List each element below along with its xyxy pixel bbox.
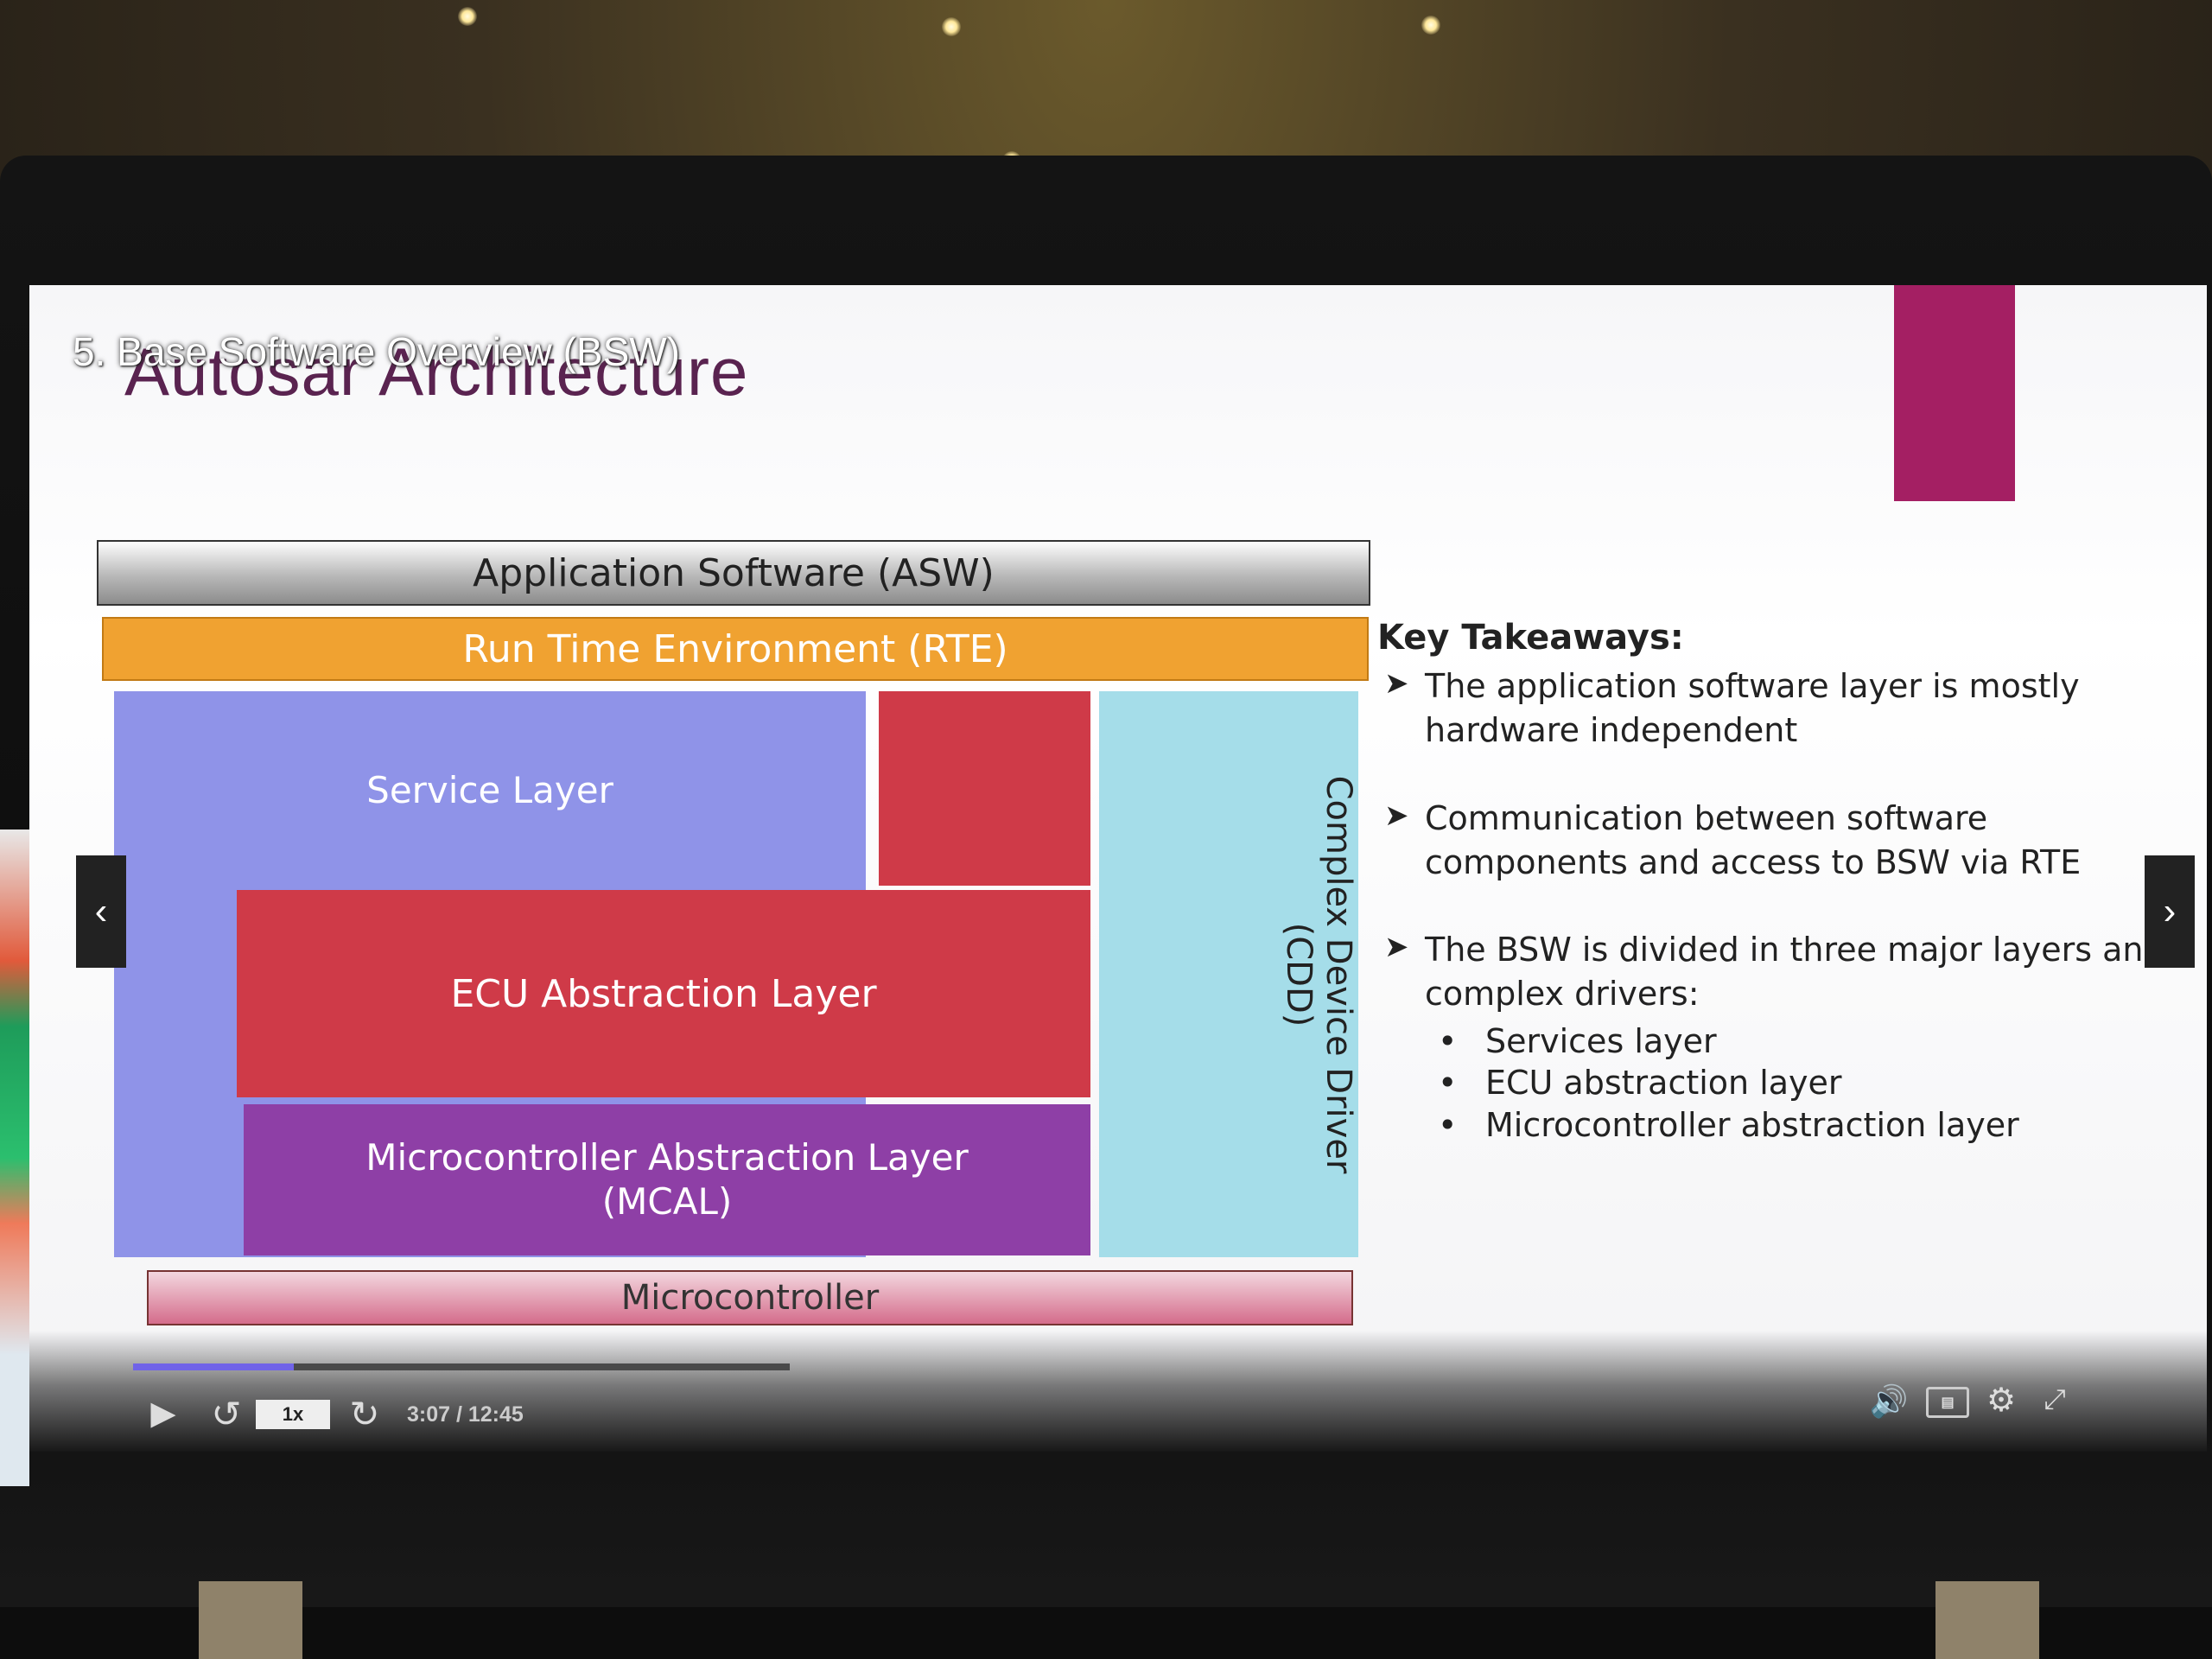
layer-ecu-abstraction-upper [879,691,1090,886]
video-player-screen[interactable]: Autosar Architecture 5. Base Software Ov… [29,285,2207,1452]
video-progress-fill [133,1363,295,1370]
arrow-bullet-icon: ➤ [1384,930,1409,965]
layer-mcal: Microcontroller Abstraction Layer (MCAL) [244,1104,1090,1255]
takeaway-text: The BSW is divided in three major layers… [1425,931,2164,1014]
slide-title: Autosar Architecture [124,334,749,410]
cdd-label: Complex Device Driver (CDD) [1279,750,1358,1199]
arrow-bullet-icon: ➤ [1384,798,1409,833]
ceiling-light [458,7,477,26]
ceiling-light [1421,16,1440,35]
layer-runtime-environment: Run Time Environment (RTE) [102,617,1369,681]
takeaway-text: The application software layer is mostly… [1425,667,2080,750]
ceiling-light [942,17,961,36]
exit-fullscreen-button[interactable]: ⤢ [2036,1381,2074,1419]
gear-icon: ⚙ [1986,1382,2017,1419]
video-control-bar [29,1331,2207,1452]
layer-ecu-abstraction: ECU Abstraction Layer [237,890,1090,1097]
captions-icon: ▤ [1941,1395,1955,1410]
list-item: • Services layer [1438,1020,2190,1063]
list-item-text: Services layer [1485,1021,1717,1060]
next-slide-button[interactable]: › [2145,855,2195,968]
chevron-left-icon: ‹ [94,890,108,932]
forward-button[interactable]: ↻ [345,1393,385,1434]
mcal-abbrev: (MCAL) [601,1179,733,1223]
laptop-base [0,1607,2212,1659]
bullet-icon: • [1438,1021,1458,1060]
cdd-label-line2: (CDD) [1279,922,1319,1027]
list-item: • Microcontroller abstraction layer [1438,1104,2190,1147]
list-item: • ECU abstraction layer [1438,1062,2190,1104]
video-progress-bar[interactable] [133,1363,790,1370]
key-takeaways: Key Takeaways: ➤ The application softwar… [1377,618,2190,1147]
volume-icon: 🔊 [1869,1383,1909,1419]
play-button[interactable]: ▶ [146,1395,181,1432]
takeaway-item: ➤ The BSW is divided in three major laye… [1377,928,2190,1017]
takeaway-item: ➤ Communication between software compone… [1377,797,2190,886]
mcal-label: Microcontroller Abstraction Layer [365,1136,969,1179]
time-display: 3:07 / 12:45 [407,1402,524,1427]
bullet-icon: • [1438,1106,1458,1145]
takeaways-heading: Key Takeaways: [1377,618,1684,658]
playback-speed-button[interactable]: 1x [256,1400,330,1429]
bsw-layers-list: • Services layer • ECU abstraction layer •… [1438,1020,2190,1147]
arrow-bullet-icon: ➤ [1384,666,1409,701]
settings-button[interactable]: ⚙ [1982,1381,2020,1419]
layer-microcontroller: Microcontroller [147,1270,1353,1325]
captions-button[interactable]: ▤ [1926,1387,1969,1418]
takeaway-item: ➤ The application software layer is most… [1377,664,2190,753]
bullet-icon: • [1438,1064,1458,1103]
exit-fullscreen-icon: ⤢ [2044,1383,2066,1414]
background-window-edge [0,830,29,1486]
service-layer-label: Service Layer [366,769,613,811]
rewind-icon: ↺ [211,1393,242,1434]
list-item-text: Microcontroller abstraction layer [1485,1106,2019,1145]
takeaway-text: Communication between software component… [1425,798,2082,881]
play-icon: ▶ [150,1395,176,1432]
rewind-button[interactable]: ↺ [207,1393,246,1434]
volume-button[interactable]: 🔊 [1869,1382,1909,1421]
cdd-label-line1: Complex Device Driver [1319,775,1358,1174]
previous-slide-button[interactable]: ‹ [76,855,126,968]
layer-complex-device-driver: Complex Device Driver (CDD) [1099,691,1358,1257]
laptop-hinge [1936,1581,2039,1659]
chevron-right-icon: › [2163,890,2177,932]
list-item-text: ECU abstraction layer [1485,1064,1842,1103]
forward-icon: ↻ [349,1393,380,1434]
layer-application-software: Application Software (ASW) [97,540,1370,606]
laptop-hinge [199,1581,302,1659]
video-title-overlay: 5. Base Software Overview (BSW) [73,329,680,374]
slide-accent-bar [1894,285,2015,501]
